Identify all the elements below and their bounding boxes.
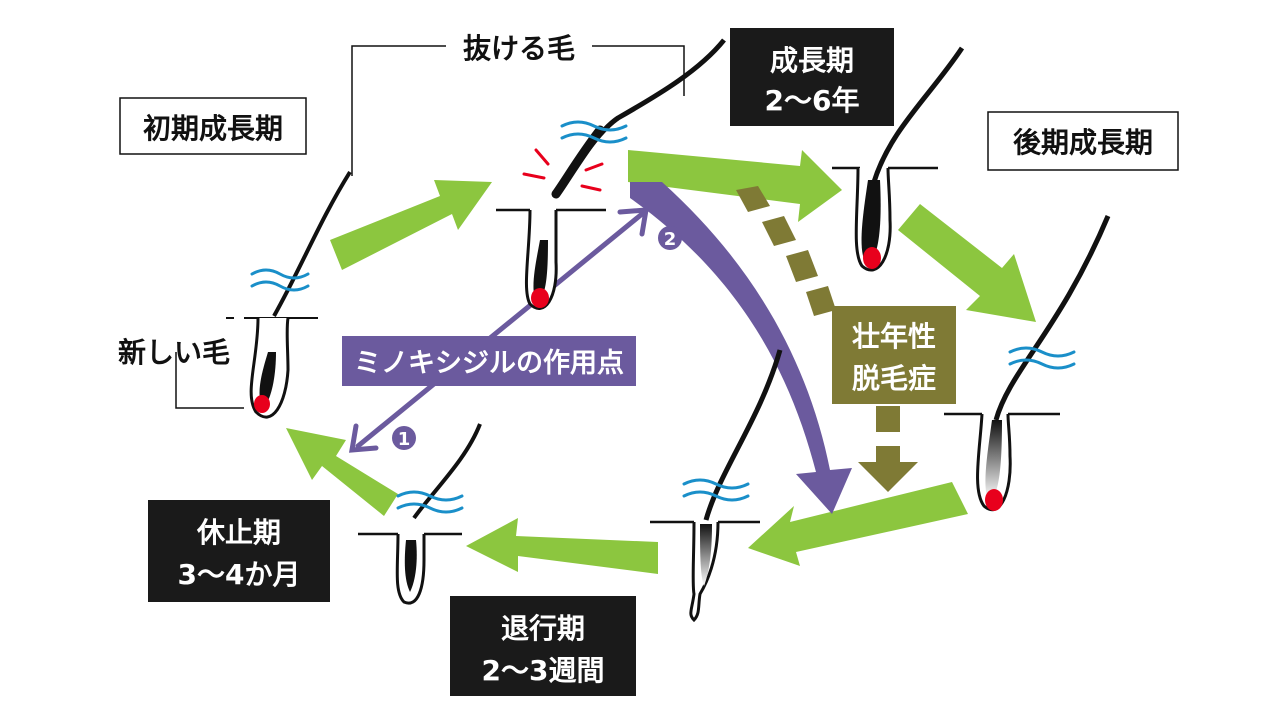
follicle-anagen	[832, 46, 965, 272]
minoxidil-double-arrow	[349, 207, 649, 453]
marker-2-text: 2	[664, 229, 677, 250]
marker-2: 2	[658, 226, 682, 250]
arrow-late-to-catagen	[748, 482, 968, 566]
box-minoxidil: ミノキシジルの作用点	[342, 336, 636, 386]
box-anagen: 成長期 2～6年	[730, 28, 894, 126]
arrow-new-to-shedding	[330, 180, 492, 270]
label-anagen-2: 2～6年	[765, 84, 860, 117]
arrow-telogen-to-new	[286, 428, 398, 516]
label-late-anagen: 後期成長期	[1013, 126, 1153, 159]
wave-telogen	[396, 490, 464, 514]
wave-shedding	[560, 120, 628, 144]
label-telogen-2: 3～4か月	[178, 558, 301, 591]
wave-marks	[250, 120, 1076, 514]
marker-1-text: 1	[398, 429, 411, 450]
label-minoxidil: ミノキシジルの作用点	[354, 348, 624, 379]
aga-dashed-arrow	[736, 186, 918, 492]
box-aga: 壮年性 脱毛症	[832, 306, 956, 404]
arrow-anagen-to-late	[898, 204, 1036, 322]
follicle-late-anagen	[944, 215, 1111, 512]
label-shedding-hair: 抜ける毛	[463, 32, 575, 65]
label-catagen-2: 2～3週間	[482, 654, 605, 687]
purple-curved-arrow	[630, 182, 852, 514]
label-early-anagen: 初期成長期	[143, 112, 283, 145]
follicle-shedding	[496, 38, 726, 310]
box-late-anagen: 後期成長期	[987, 111, 1179, 171]
arrow-catagen-to-telogen	[466, 518, 658, 574]
box-early-anagen: 初期成長期	[119, 97, 307, 155]
box-catagen: 退行期 2～3週間	[450, 596, 636, 696]
follicle-telogen	[358, 423, 482, 605]
green-cycle-arrows	[286, 150, 1036, 574]
arrow-shedding-to-anagen	[628, 150, 842, 222]
follicle-catagen	[650, 349, 783, 623]
label-catagen-1: 退行期	[501, 612, 585, 645]
follicle-new-hair	[226, 170, 352, 419]
label-telogen-1: 休止期	[196, 516, 281, 549]
wave-new-hair	[250, 268, 310, 292]
label-anagen-1: 成長期	[770, 44, 854, 77]
wave-catagen	[682, 478, 750, 502]
box-telogen: 休止期 3～4か月	[148, 500, 330, 602]
purple-arrows	[630, 182, 852, 514]
wave-late-anagen	[1008, 346, 1076, 370]
label-aga-1: 壮年性	[852, 320, 936, 353]
marker-1: 1	[392, 426, 416, 450]
label-aga-2: 脱毛症	[852, 362, 936, 395]
label-new-hair: 新しい毛	[118, 336, 230, 369]
